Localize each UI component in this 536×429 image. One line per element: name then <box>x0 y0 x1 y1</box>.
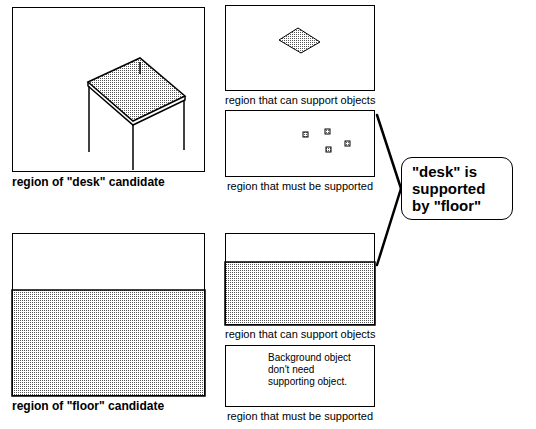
floor-support-region <box>225 262 375 325</box>
support-region <box>279 28 320 53</box>
bracket-line <box>377 189 401 266</box>
desk-edge <box>88 82 185 125</box>
candidate-region: region of "floor" candidate <box>12 233 205 413</box>
floor-region <box>12 290 205 396</box>
desk-top <box>88 58 185 121</box>
contact-point <box>325 129 330 134</box>
contact-points <box>303 129 350 152</box>
region-frame <box>12 233 205 396</box>
region-caption: region of "desk" candidate <box>12 175 205 189</box>
bracket-line <box>377 115 401 189</box>
region-frame <box>225 233 375 325</box>
desk-leg <box>139 62 141 74</box>
region-caption: region that can support objects <box>225 94 375 107</box>
region-caption: region of "floor" candidate <box>12 399 205 413</box>
support-region-box: region that can support objects <box>225 5 375 107</box>
contact-point <box>345 141 350 146</box>
desk-leg <box>88 86 90 152</box>
region-caption: region that must be supported <box>227 180 373 193</box>
result-box: "desk" is supported by "floor" <box>401 157 513 220</box>
conclusion-text: "desk" is supported by "floor" <box>412 163 502 214</box>
region-caption: region that can support objects <box>225 328 375 341</box>
candidate-region: region of "desk" candidate <box>12 7 205 189</box>
region-caption: region that must be supported <box>227 410 373 423</box>
supported-region-box: Background object don't need supporting … <box>225 345 375 423</box>
support-region-box: region that can support objects <box>225 233 375 341</box>
contact-point <box>326 147 331 152</box>
region-frame: Background object don't need supporting … <box>225 345 375 407</box>
desk-drawing <box>88 58 185 170</box>
desk-leg <box>183 100 185 150</box>
region-frame <box>225 110 375 177</box>
supported-region-box: region that must be supported <box>225 110 375 193</box>
contact-point <box>303 132 308 137</box>
note-text: Background object don't need supporting … <box>268 352 363 388</box>
region-frame <box>225 5 375 91</box>
desk-leg <box>132 125 134 170</box>
region-frame <box>12 7 205 172</box>
